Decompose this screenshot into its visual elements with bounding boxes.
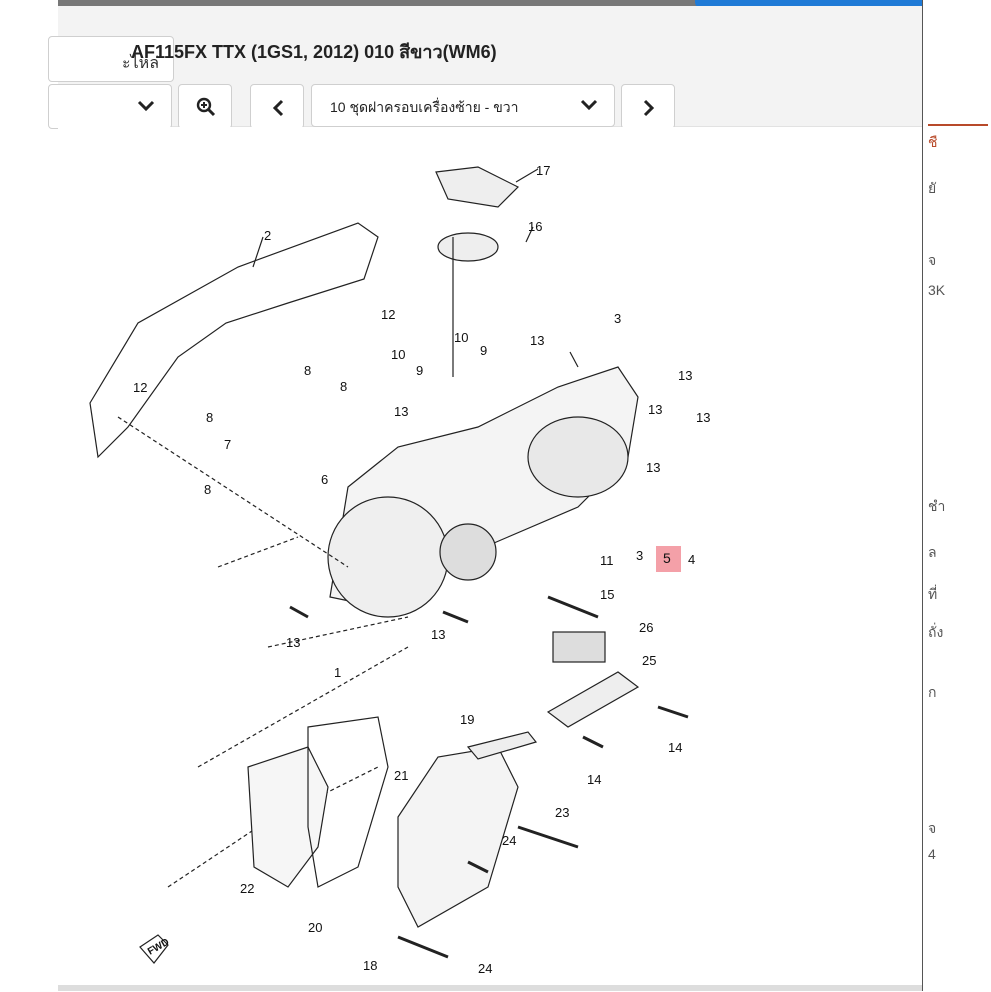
chevron-right-icon [643,99,655,117]
svg-text:16: 16 [528,219,542,234]
chevron-down-icon [137,100,155,112]
zoom-in-icon [196,97,216,117]
svg-text:9: 9 [480,343,487,358]
bottom-border [58,985,922,991]
fan-housing [327,496,449,618]
parts-header: ะไหล่ AF115FX TTX (1GS1, 2012) 010 สีขาว… [48,6,922,129]
highlighted-part-5[interactable]: 5 [656,546,681,572]
part-19 [466,731,538,760]
svg-text:1: 1 [334,665,341,680]
side-fragment: ถั่ง [928,624,944,640]
side-fragment: ชำ [928,498,946,514]
side-fragment: ชื [928,134,938,150]
page-select[interactable]: 10 ชุดฝาครอบเครื่องซ้าย - ขวา [311,84,615,127]
svg-text:10: 10 [391,347,405,362]
svg-text:13: 13 [696,410,710,425]
svg-text:12: 12 [381,307,395,322]
page-select-label: 10 ชุดฝาครอบเครื่องซ้าย - ขวา [330,99,519,115]
side-fragment: ล [928,544,937,560]
side-fragment: ที่ [928,586,938,602]
side-panel-rule [928,124,988,126]
chevron-down-icon [580,99,598,111]
svg-text:12: 12 [133,380,147,395]
svg-text:8: 8 [204,482,211,497]
svg-text:17: 17 [536,163,550,178]
svg-text:21: 21 [394,768,408,783]
svg-text:14: 14 [587,772,601,787]
svg-text:3: 3 [614,311,621,326]
svg-text:22: 22 [240,881,254,896]
gasket-20 [307,716,389,888]
svg-text:24: 24 [478,961,492,976]
svg-text:4: 4 [688,552,695,567]
svg-text:8: 8 [206,410,213,425]
left-frame [0,0,58,991]
svg-text:14: 14 [668,740,682,755]
svg-text:3: 3 [636,548,643,563]
part-26 [552,631,606,663]
part-22 [247,746,329,888]
side-fragment: 4 [928,846,936,862]
gasket-2 [89,222,379,459]
pulley [439,523,497,581]
svg-text:13: 13 [431,627,445,642]
svg-text:13: 13 [394,404,408,419]
svg-text:9: 9 [416,363,423,378]
svg-text:20: 20 [308,920,322,935]
svg-text:13: 13 [286,635,300,650]
zoom-button[interactable] [178,84,232,129]
svg-text:2: 2 [264,228,271,243]
next-page-button[interactable] [621,84,675,129]
model-select[interactable] [48,84,172,129]
yamaha-cover [527,416,629,498]
top-border [58,0,924,6]
category-label: ะไหล่ [122,55,159,72]
part-17 [435,166,520,208]
svg-text:8: 8 [304,363,311,378]
svg-text:19: 19 [460,712,474,727]
side-fragment: 3K [928,282,946,298]
side-fragment: จ [928,252,937,268]
svg-text:13: 13 [530,333,544,348]
svg-text:13: 13 [648,402,662,417]
svg-text:11: 11 [600,553,614,568]
top-accent-bar [695,0,923,8]
svg-text:25: 25 [642,653,656,668]
svg-text:13: 13 [678,368,692,383]
svg-text:7: 7 [224,437,231,452]
svg-text:23: 23 [555,805,569,820]
part-16 [437,232,499,262]
svg-text:8: 8 [340,379,347,394]
svg-text:10: 10 [454,330,468,345]
chevron-left-icon [272,99,284,117]
fwd-arrow [139,934,169,964]
part-18 [397,746,519,928]
side-fragment: ยั [928,180,937,196]
category-button[interactable]: ะไหล่ [48,36,174,82]
page-title: AF115FX TTX (1GS1, 2012) 010 สีขาว(WM6) [131,42,497,62]
svg-text:6: 6 [321,472,328,487]
highlighted-part-number: 5 [663,550,671,566]
svg-text:15: 15 [600,587,614,602]
part-25 [546,671,640,728]
svg-text:24: 24 [502,833,516,848]
side-fragment: ก [928,684,937,700]
previous-page-button[interactable] [250,84,304,129]
svg-text:18: 18 [363,958,377,973]
svg-text:13: 13 [646,460,660,475]
svg-text:26: 26 [639,620,653,635]
side-fragment: จ [928,820,937,836]
right-panel [923,0,991,991]
